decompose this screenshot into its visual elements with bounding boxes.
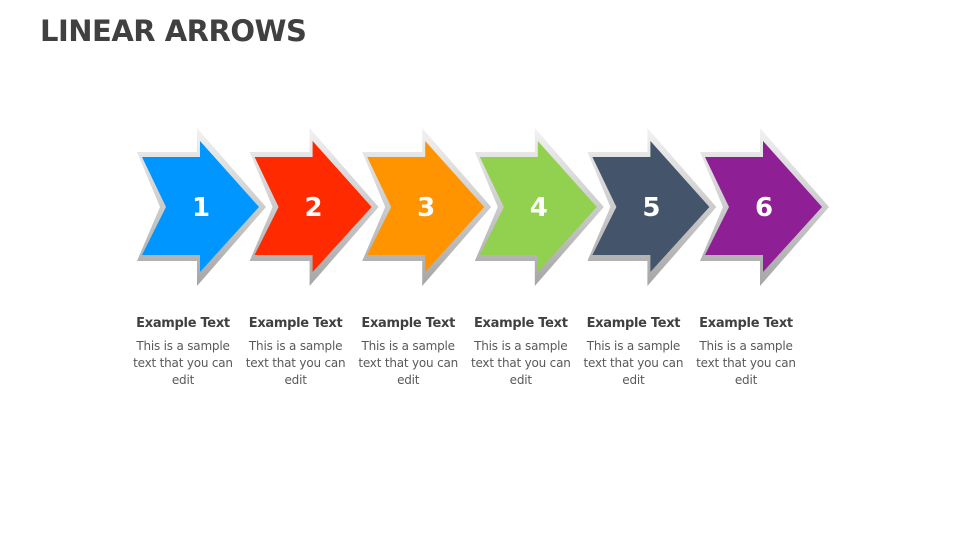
- arrow-1: 1: [137, 128, 266, 286]
- arrow-fill: [479, 141, 597, 272]
- arrow-fill: [254, 141, 372, 272]
- arrow-fill: [367, 141, 485, 272]
- step-description: This is a sample text that you can edit: [470, 339, 571, 387]
- step-description: This is a sample text that you can edit: [358, 339, 459, 387]
- step-description: This is a sample text that you can edit: [696, 339, 796, 387]
- arrow-number: 2: [305, 193, 323, 223]
- step-title: Example Text: [586, 316, 681, 331]
- step-description: This is a sample text that you can edit: [245, 339, 346, 387]
- step-title: Example Text: [248, 316, 343, 331]
- step-title: Example Text: [136, 316, 230, 331]
- arrow-4: 4: [474, 128, 604, 286]
- slide-title: LINEAR ARROWS: [40, 14, 307, 48]
- arrow-number: 1: [192, 193, 210, 223]
- arrow-number: 6: [755, 193, 773, 223]
- step-title: Example Text: [473, 316, 568, 331]
- arrow-6: 6: [700, 128, 829, 286]
- arrow-chain: 1 2 3 4 5 6: [137, 128, 829, 286]
- arrow-5: 5: [587, 128, 717, 286]
- arrow-fill: [705, 141, 822, 272]
- arrow-number: 4: [530, 193, 548, 223]
- arrow-number: 3: [417, 193, 435, 223]
- arrow-2: 2: [249, 128, 379, 286]
- step-title: Example Text: [699, 316, 793, 331]
- step-description: This is a sample text that you can edit: [583, 339, 684, 387]
- step-description: This is a sample text that you can edit: [133, 339, 233, 387]
- step-title: Example Text: [361, 316, 456, 331]
- arrow-3: 3: [362, 128, 492, 286]
- arrow-fill: [592, 141, 710, 272]
- arrow-fill: [142, 141, 259, 272]
- arrow-number: 5: [642, 193, 660, 223]
